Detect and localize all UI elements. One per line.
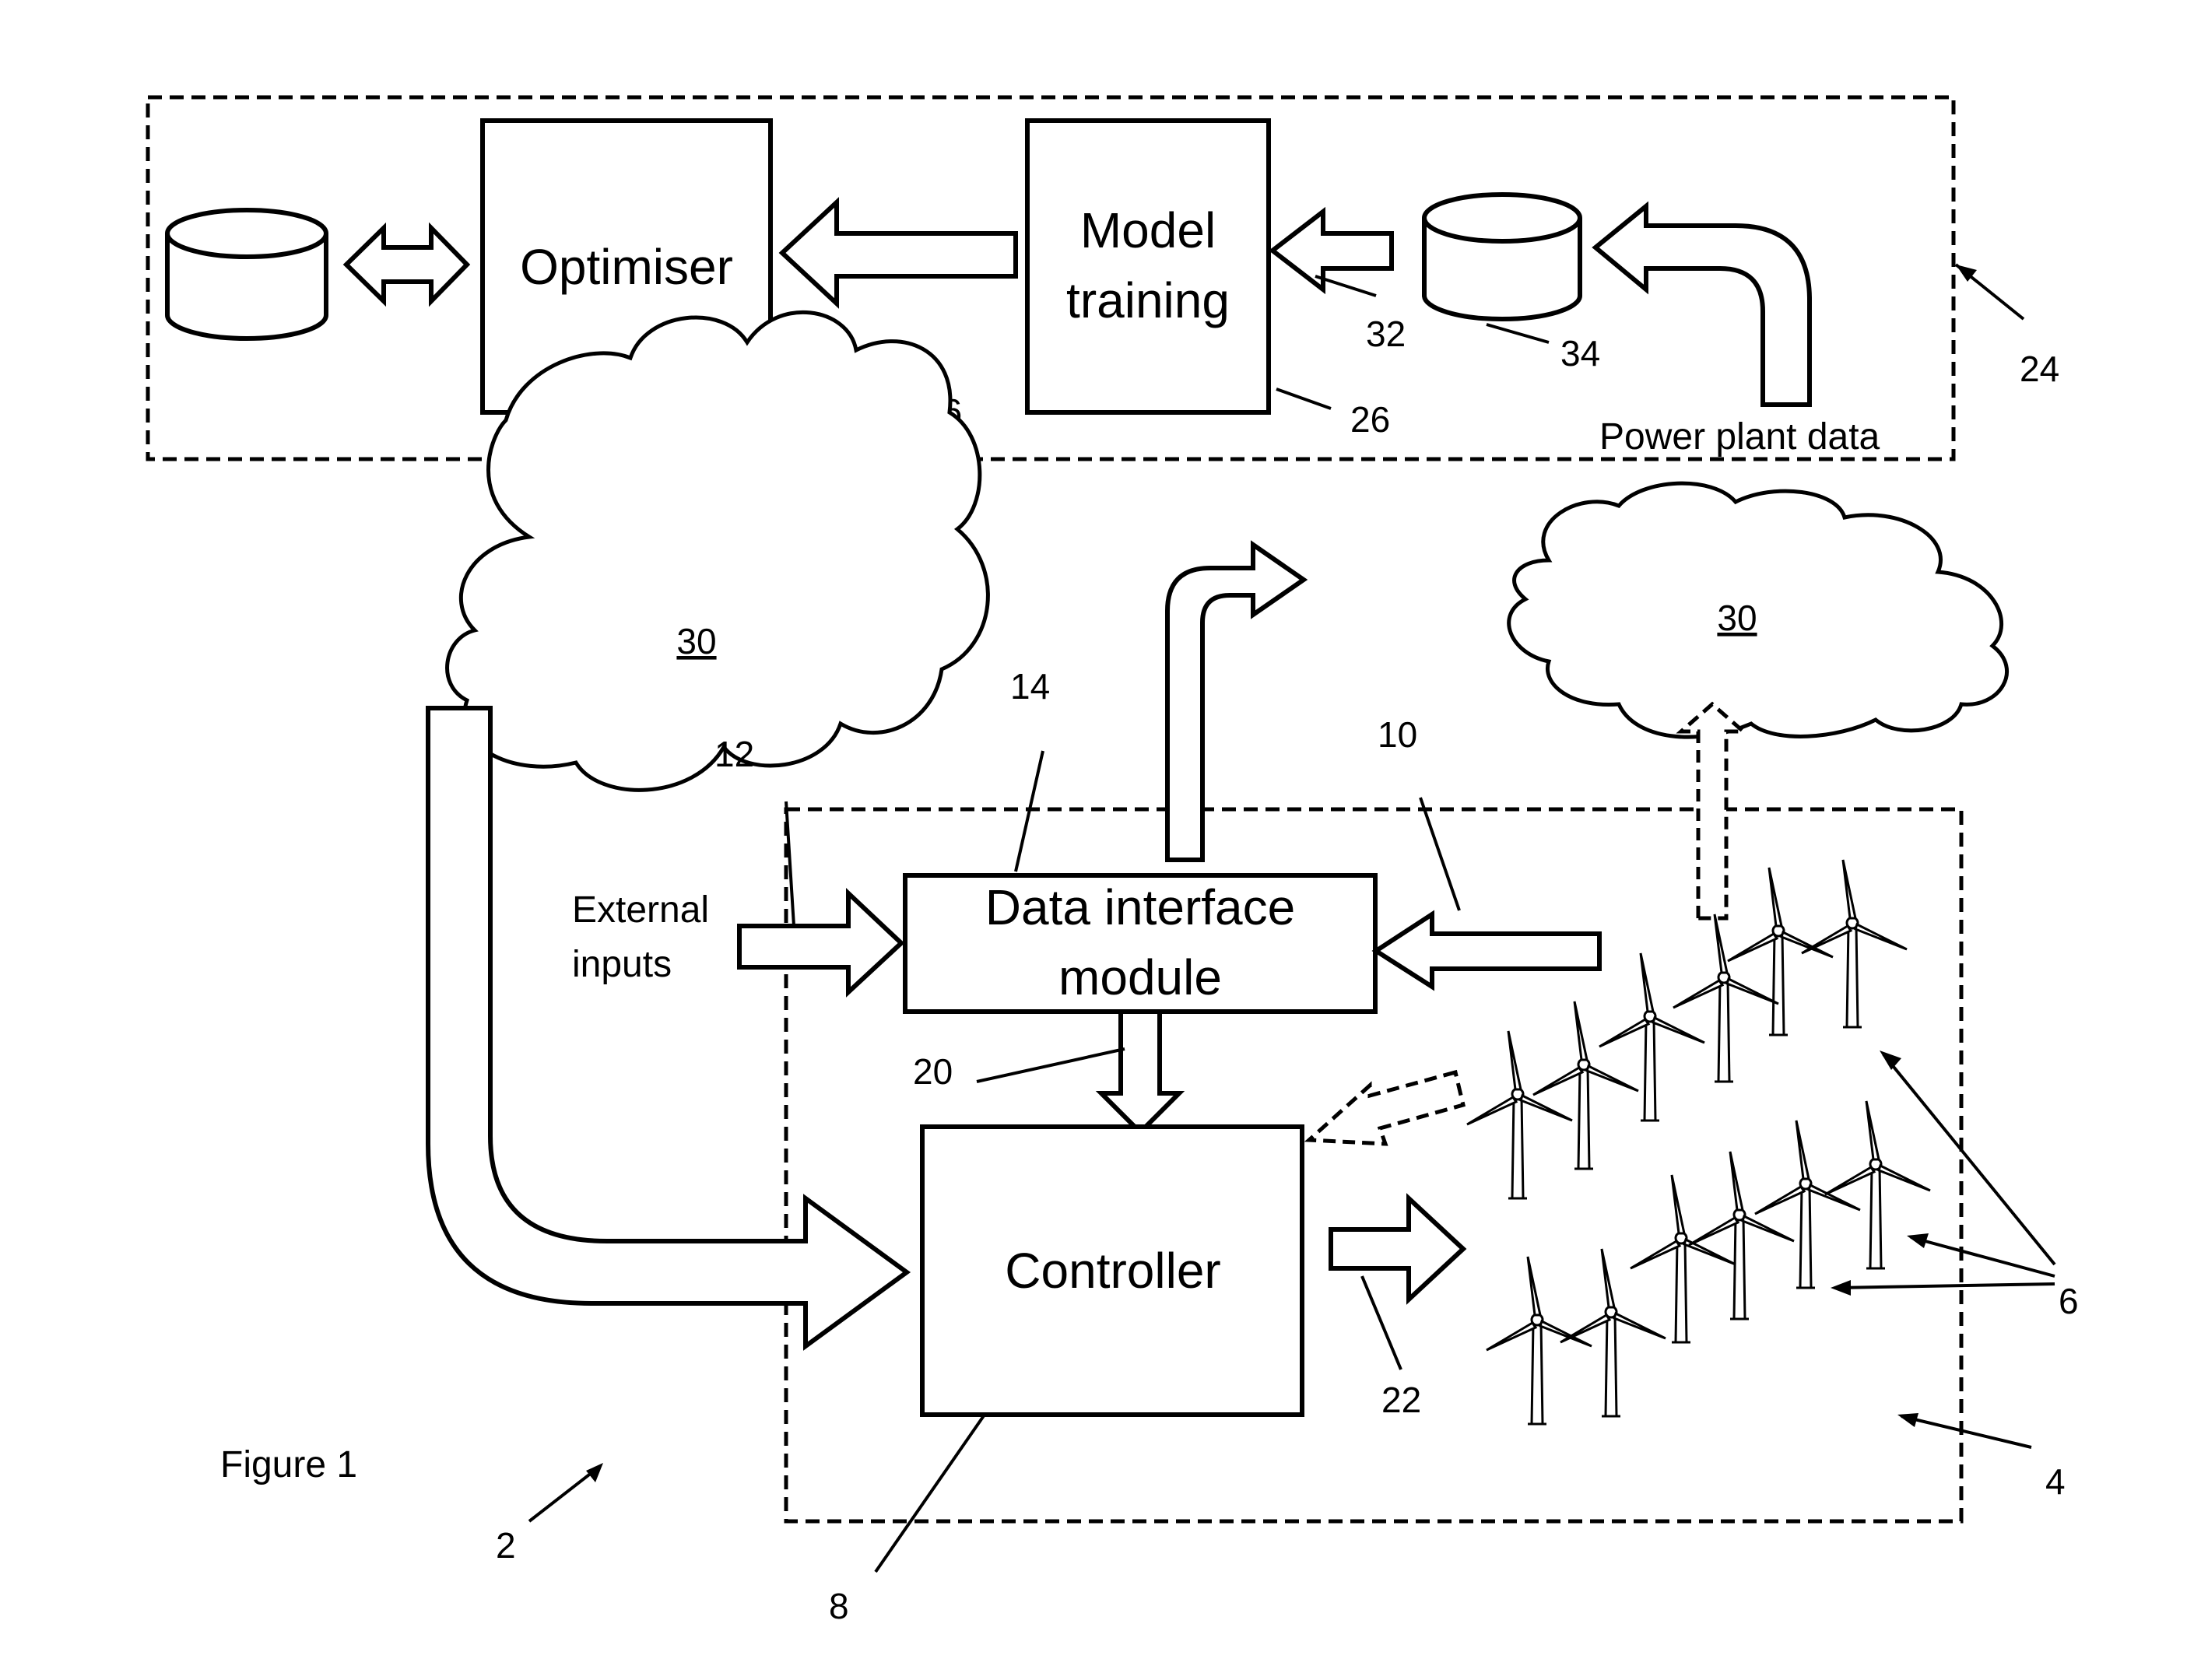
external-inputs-label-2: inputs [572, 944, 672, 985]
arrowhead-24 [1956, 265, 1977, 282]
ref-26b: 26 [1350, 399, 1390, 440]
cloud-left-label: 30 [676, 621, 716, 661]
ref-8: 8 [829, 1586, 849, 1626]
leader-34 [1486, 323, 1550, 344]
ref-14: 14 [1010, 666, 1050, 707]
arrowhead-6b [1907, 1233, 1929, 1248]
bidirectional-arrow [342, 222, 471, 307]
cloud-right-label: 30 [1717, 598, 1757, 638]
power-plant-data-label: Power plant data [1599, 416, 1880, 458]
data-interface-label-2: module [1058, 949, 1222, 1005]
ref-20: 20 [913, 1051, 953, 1092]
ref-24: 24 [2020, 349, 2059, 389]
leader-6b [1910, 1236, 2055, 1278]
model-training-label-2: training [1066, 272, 1230, 328]
controller-box [920, 1124, 1304, 1417]
cloud-right [1507, 481, 2009, 739]
arrowhead-4 [1897, 1413, 1918, 1427]
cloud-left [445, 310, 990, 792]
external-inputs-label-1: External [572, 889, 709, 931]
leader-10 [1419, 797, 1461, 911]
ref-10: 10 [1378, 714, 1417, 755]
controller-label: Controller [1005, 1243, 1220, 1299]
leader-26b [1276, 388, 1332, 410]
leader-4 [1901, 1415, 2032, 1449]
ref-4: 4 [2045, 1461, 2066, 1502]
model-training-label-1: Model [1080, 202, 1216, 258]
data-interface-module-box [903, 873, 1378, 1014]
leader-8 [874, 1413, 986, 1573]
ref-12: 12 [714, 734, 754, 774]
arrow-cloud-to-controller [426, 706, 911, 1351]
ref-34: 34 [1560, 333, 1600, 374]
arrow-data-interface-to-controller [1095, 1009, 1185, 1136]
database-icon-left [165, 208, 328, 341]
optimisation-system-boundary [146, 95, 1956, 461]
dashed-arrow-to-cloud [1676, 701, 1749, 921]
ref-2: 2 [496, 1525, 516, 1566]
wind-turbine-group-lower [1485, 1100, 1932, 1426]
model-training-box [1025, 118, 1271, 415]
ref-32: 32 [1366, 314, 1406, 354]
leader-2 [528, 1465, 601, 1523]
optimiser-label: Optimiser [520, 239, 733, 295]
database-icon-right [1422, 192, 1582, 321]
ref-22: 22 [1381, 1380, 1421, 1420]
arrow-data-interface-out [1165, 540, 1308, 862]
leader-14 [1014, 750, 1044, 872]
leader-6a [1882, 1053, 2056, 1266]
data-interface-label-1: Data interface [985, 879, 1295, 935]
arrow-controller-output [1329, 1193, 1467, 1305]
arrow-external-inputs [737, 888, 905, 998]
leader-22 [1360, 1275, 1402, 1370]
wind-turbine-group-upper [1466, 858, 1908, 1200]
leader-6c [1836, 1282, 2055, 1289]
arrow-plant-to-data-interface [1371, 910, 1602, 991]
arrowhead-6a [1880, 1050, 1901, 1070]
arrow-power-plant-data [1592, 201, 1812, 407]
figure-caption: Figure 1 [220, 1444, 357, 1485]
arrow-data-to-model-training [1269, 206, 1394, 295]
leader-12 [785, 801, 795, 927]
arrowhead-6c [1831, 1280, 1851, 1296]
ref-6: 6 [2059, 1281, 2079, 1321]
arrowhead-2 [586, 1463, 603, 1482]
arrow-model-to-optimiser [778, 197, 1018, 309]
power-plant-boundary [784, 807, 1964, 1524]
leader-32 [1315, 275, 1377, 297]
leader-20 [976, 1047, 1125, 1083]
dashed-feedback-arrow [1304, 1069, 1466, 1146]
